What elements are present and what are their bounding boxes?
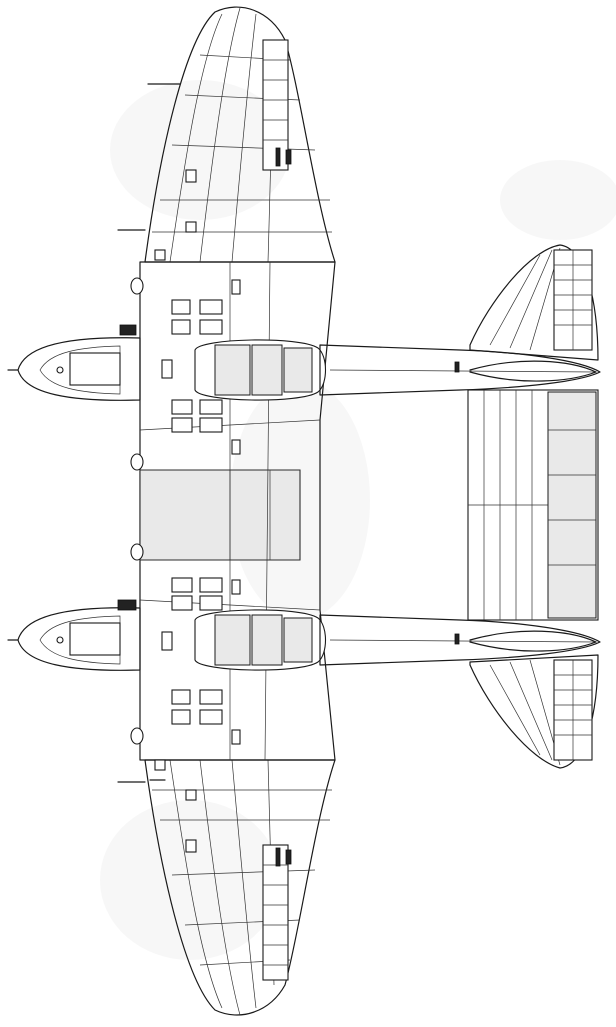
center-wing-section (130, 261, 336, 761)
lower-fuselage-boom (7, 599, 601, 671)
upper-fuselage-boom (7, 324, 601, 401)
upper-wing (117, 6, 336, 263)
misc-details (154, 249, 241, 771)
tail-assembly (467, 244, 599, 769)
lower-wing (117, 759, 336, 1016)
